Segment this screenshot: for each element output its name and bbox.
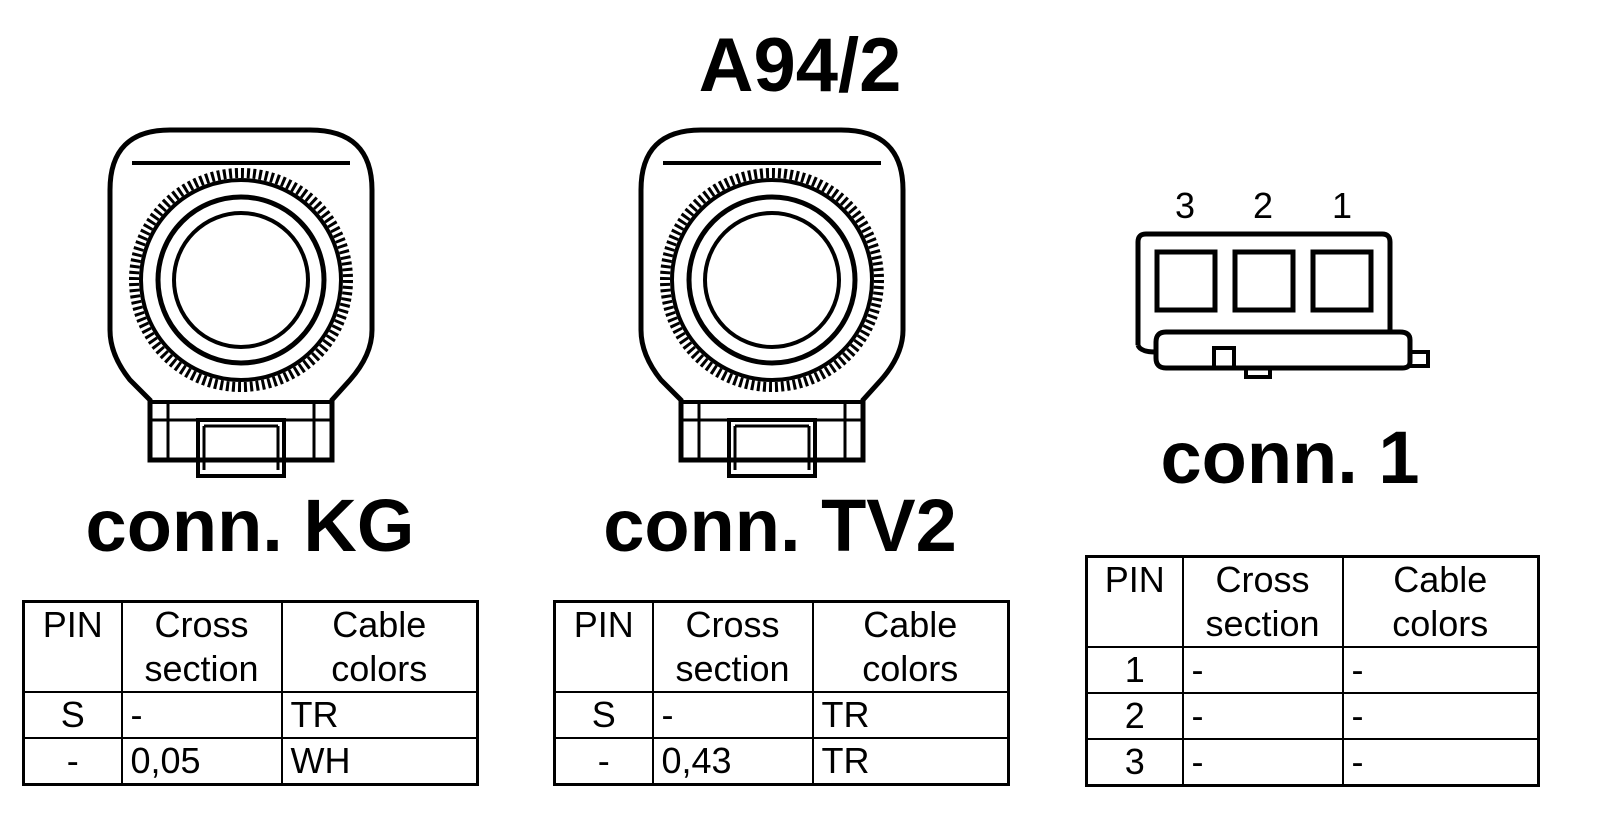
pin-cell: 3 <box>1085 738 1184 787</box>
pin-table-tv2: PIN Cross section Cable colors S - TR - … <box>553 600 1010 786</box>
header-pin: PIN <box>1085 555 1184 648</box>
header-cable-colors: Cable colors <box>811 600 1010 693</box>
table-row: 3 - - <box>1085 738 1540 787</box>
pin-number-label: 2 <box>1253 185 1273 226</box>
header-cable-colors: Cable colors <box>280 600 479 693</box>
cross-section-cell: - <box>1181 738 1344 787</box>
pin-cell: - <box>553 737 654 786</box>
table-row: 2 - - <box>1085 692 1540 740</box>
cable-color-cell: - <box>1341 646 1540 694</box>
table-row: 1 - - <box>1085 646 1540 694</box>
pin-cell: 1 <box>1085 646 1184 694</box>
pin-number-label: 1 <box>1332 185 1352 226</box>
header-pin: PIN <box>22 600 123 693</box>
header-cross-section: Cross section <box>1181 555 1344 648</box>
connector-label-tv2: conn. TV2 <box>603 484 957 567</box>
header-pin: PIN <box>553 600 654 693</box>
pin-table-1: PIN Cross section Cable colors 1 - - 2 -… <box>1085 555 1540 787</box>
table-row: S - TR <box>553 691 1010 739</box>
cross-section-cell: - <box>1181 692 1344 740</box>
header-cross-section: Cross section <box>120 600 283 693</box>
cable-color-cell: WH <box>280 737 479 786</box>
round-connector-icon <box>110 130 372 476</box>
cable-color-cell: TR <box>280 691 479 739</box>
header-cable-colors: Cable colors <box>1341 555 1540 648</box>
cross-section-cell: - <box>1181 646 1344 694</box>
cross-section-cell: - <box>120 691 283 739</box>
pin-cell: S <box>22 691 123 739</box>
cross-section-cell: - <box>651 691 814 739</box>
cable-color-cell: - <box>1341 692 1540 740</box>
table-row: S - TR <box>22 691 479 739</box>
connector-label-1: conn. 1 <box>1160 416 1420 499</box>
pin-cell: - <box>22 737 123 786</box>
three-pin-plug-icon <box>1135 231 1430 379</box>
cable-color-cell: TR <box>811 737 1010 786</box>
cross-section-cell: 0,43 <box>651 737 814 786</box>
table-row: - 0,05 WH <box>22 737 479 786</box>
round-connector-icon <box>641 130 903 476</box>
connector-label-kg: conn. KG <box>85 484 415 567</box>
cross-section-cell: 0,05 <box>120 737 283 786</box>
pin-number-label: 3 <box>1175 185 1195 226</box>
pin-table-kg: PIN Cross section Cable colors S - TR - … <box>22 600 479 786</box>
cable-color-cell: - <box>1341 738 1540 787</box>
header-cross-section: Cross section <box>651 600 814 693</box>
cable-color-cell: TR <box>811 691 1010 739</box>
pin-cell: 2 <box>1085 692 1184 740</box>
pin-cell: S <box>553 691 654 739</box>
diagram-title: A94/2 <box>698 23 902 108</box>
table-row: - 0,43 TR <box>553 737 1010 786</box>
